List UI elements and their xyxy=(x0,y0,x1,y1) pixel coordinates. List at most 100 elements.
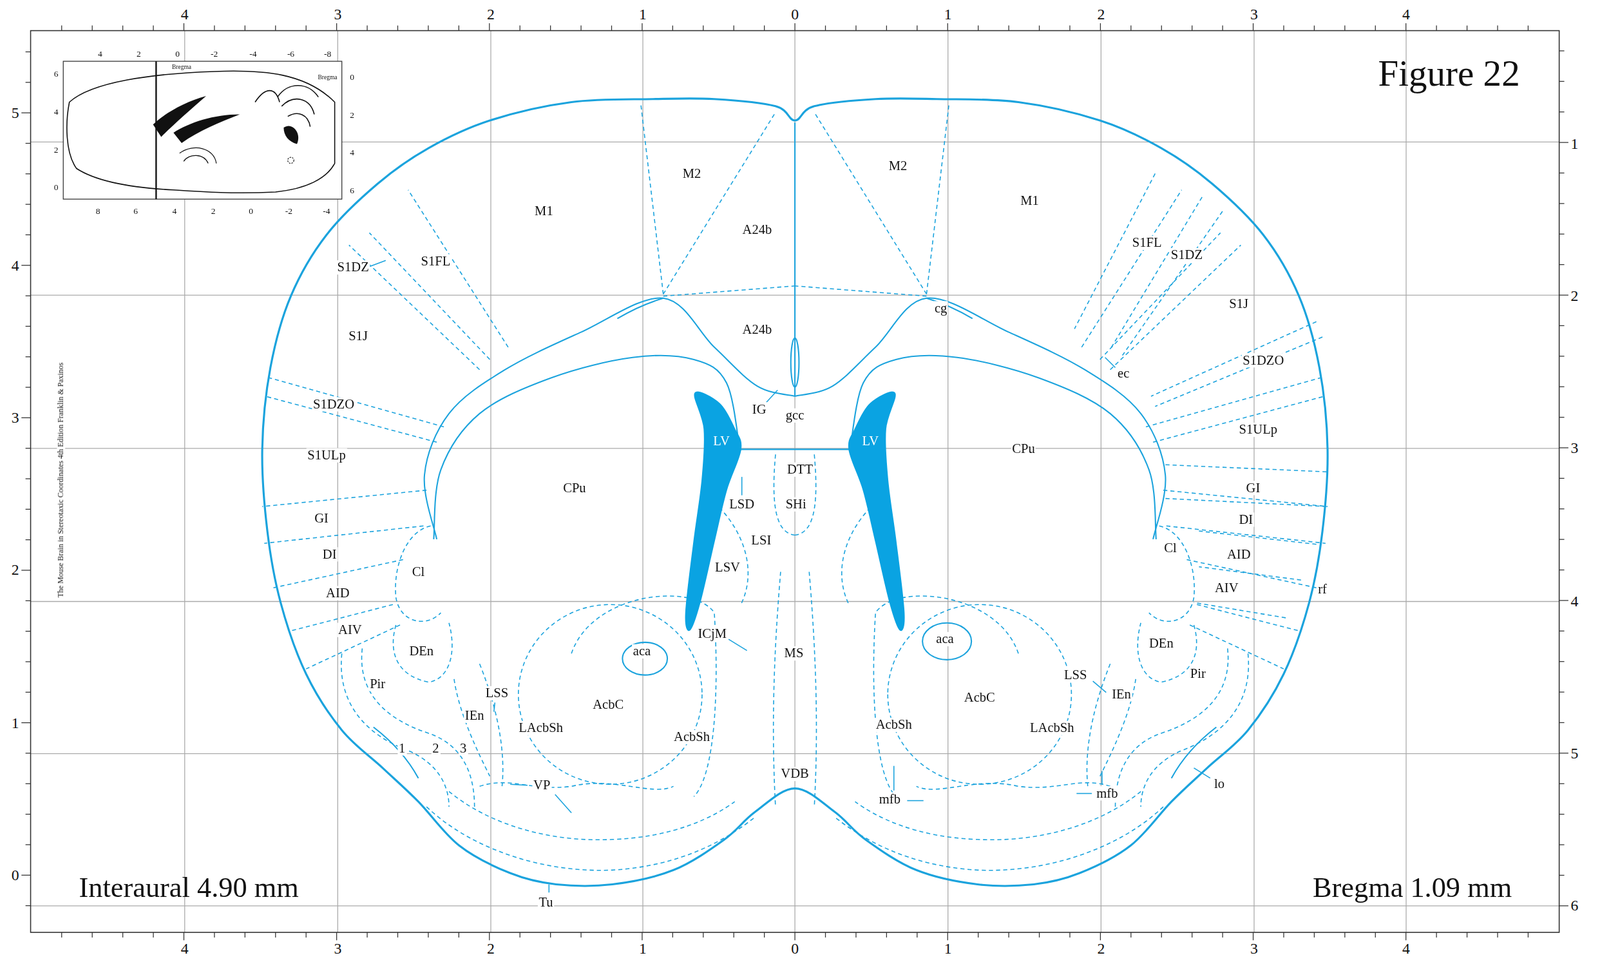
atlas-stroke xyxy=(30,600,1560,602)
tick xyxy=(336,21,337,31)
region-label: DEn xyxy=(408,644,435,659)
atlas-stroke xyxy=(1122,211,1223,355)
atlas-stroke xyxy=(66,70,335,193)
region-label: IEn xyxy=(1111,686,1133,702)
grid-lines xyxy=(30,30,1560,933)
tick xyxy=(1559,325,1565,326)
atlas-stroke xyxy=(794,30,795,933)
axis-number: 6 xyxy=(1569,897,1580,915)
tick xyxy=(1466,932,1468,938)
tick xyxy=(1314,25,1315,31)
region-label: S1J xyxy=(347,328,370,344)
tick xyxy=(1161,932,1162,938)
tick xyxy=(25,783,31,784)
region-label: LSI xyxy=(750,532,773,548)
axis-number: 3 xyxy=(333,939,343,957)
tick xyxy=(733,932,735,938)
tick xyxy=(21,264,31,266)
tick xyxy=(886,932,887,938)
region-label: AcbC xyxy=(962,689,996,705)
atlas-stroke xyxy=(30,447,1560,449)
atlas-stroke xyxy=(494,702,496,712)
axis-number: 2 xyxy=(1569,287,1580,305)
atlas-stroke xyxy=(922,622,972,660)
atlas-stroke xyxy=(63,61,342,200)
region-label: lo xyxy=(1213,776,1226,792)
atlas-stroke xyxy=(287,157,295,164)
tick xyxy=(1559,294,1569,296)
atlas-stroke xyxy=(369,260,386,267)
tick xyxy=(1191,25,1193,31)
region-label: LSS xyxy=(484,685,510,701)
atlas-stroke xyxy=(479,663,504,786)
brain-outline xyxy=(262,98,1328,886)
atlas-stroke xyxy=(794,104,1328,871)
atlas-stroke xyxy=(893,765,895,791)
tick xyxy=(1559,202,1565,204)
atlas-stroke xyxy=(271,559,403,589)
region-label: 1 xyxy=(397,740,406,756)
region-label: LV xyxy=(861,433,880,449)
region-label: M1 xyxy=(1019,193,1041,209)
tick xyxy=(25,600,31,601)
atlas-stroke xyxy=(408,190,509,348)
tick xyxy=(1283,25,1284,31)
tick xyxy=(213,25,215,31)
axis-number: 2 xyxy=(485,5,496,23)
tick xyxy=(1559,233,1565,235)
tick xyxy=(366,932,368,938)
region-label: M2 xyxy=(887,159,909,174)
region-label: S1DZO xyxy=(1241,352,1286,368)
tick xyxy=(1008,25,1009,31)
atlas-stroke xyxy=(283,125,299,144)
atlas-stroke xyxy=(361,647,475,807)
tick xyxy=(25,325,31,327)
inset-axis-number: -4 xyxy=(249,49,257,60)
atlas-stroke xyxy=(1151,321,1317,397)
region-label: 2 xyxy=(431,740,440,756)
tick xyxy=(611,25,612,31)
axis-number: 2 xyxy=(10,561,20,578)
region-label: Pir xyxy=(1189,666,1207,682)
region-label: M2 xyxy=(681,166,703,181)
axis-number: 0 xyxy=(790,939,800,957)
atlas-stroke xyxy=(518,604,703,784)
axis-number: 0 xyxy=(790,5,800,23)
region-label: AID xyxy=(1225,546,1252,562)
atlas-stroke xyxy=(790,338,800,388)
axis-number: 1 xyxy=(10,714,20,732)
tick xyxy=(275,25,276,31)
tick xyxy=(1038,25,1040,31)
axis-number: 3 xyxy=(10,409,20,426)
leader-lines xyxy=(369,260,1210,893)
axis-number: 3 xyxy=(1248,939,1259,957)
region-label: AcbC xyxy=(591,696,625,712)
inset-axis-number: 2 xyxy=(349,110,355,121)
tick xyxy=(244,932,246,938)
tick xyxy=(25,508,31,510)
axis-number: 2 xyxy=(485,939,496,957)
tick xyxy=(25,51,31,53)
region-label: gcc xyxy=(784,408,806,424)
tick xyxy=(25,752,31,753)
inset-axis-number: 4 xyxy=(97,49,103,60)
region-label: DI xyxy=(1238,512,1255,527)
axis-number: 5 xyxy=(1569,745,1580,762)
region-label: Cl xyxy=(1163,541,1179,556)
region-label: LSD xyxy=(728,497,756,513)
right-cortex-boundaries xyxy=(1074,173,1327,618)
tick xyxy=(1008,932,1009,938)
tick xyxy=(25,660,31,662)
tick xyxy=(1466,25,1468,31)
tick xyxy=(763,932,765,938)
figure-title: Figure 22 xyxy=(1377,54,1521,95)
atlas-stroke xyxy=(155,61,157,200)
tick xyxy=(21,569,31,571)
tick xyxy=(152,25,154,31)
inset-axis-number: 0 xyxy=(248,206,254,217)
tick xyxy=(397,932,399,938)
tick xyxy=(427,932,429,938)
atlas-stroke xyxy=(490,30,491,933)
tick xyxy=(25,295,31,296)
tick xyxy=(25,142,31,144)
